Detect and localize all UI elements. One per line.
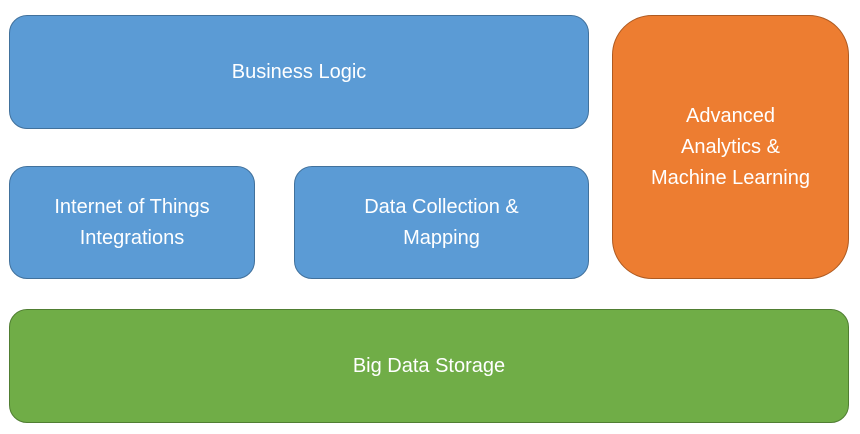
business-logic-block: Business Logic xyxy=(9,15,589,129)
big-data-storage-label: Big Data Storage xyxy=(352,354,506,377)
big-data-storage-block: Big Data Storage xyxy=(9,309,849,423)
advanced-analytics-label: Advanced Analytics & Machine Learning xyxy=(651,104,810,189)
business-logic-label: Business Logic xyxy=(231,60,367,83)
iot-integrations-block: Internet of Things Integrations xyxy=(9,166,255,279)
iot-integrations-label: Internet of Things Integrations xyxy=(54,195,210,249)
data-collection-label: Data Collection & Mapping xyxy=(364,195,519,249)
data-collection-block: Data Collection & Mapping xyxy=(294,166,589,279)
advanced-analytics-block: Advanced Analytics & Machine Learning xyxy=(612,15,849,279)
